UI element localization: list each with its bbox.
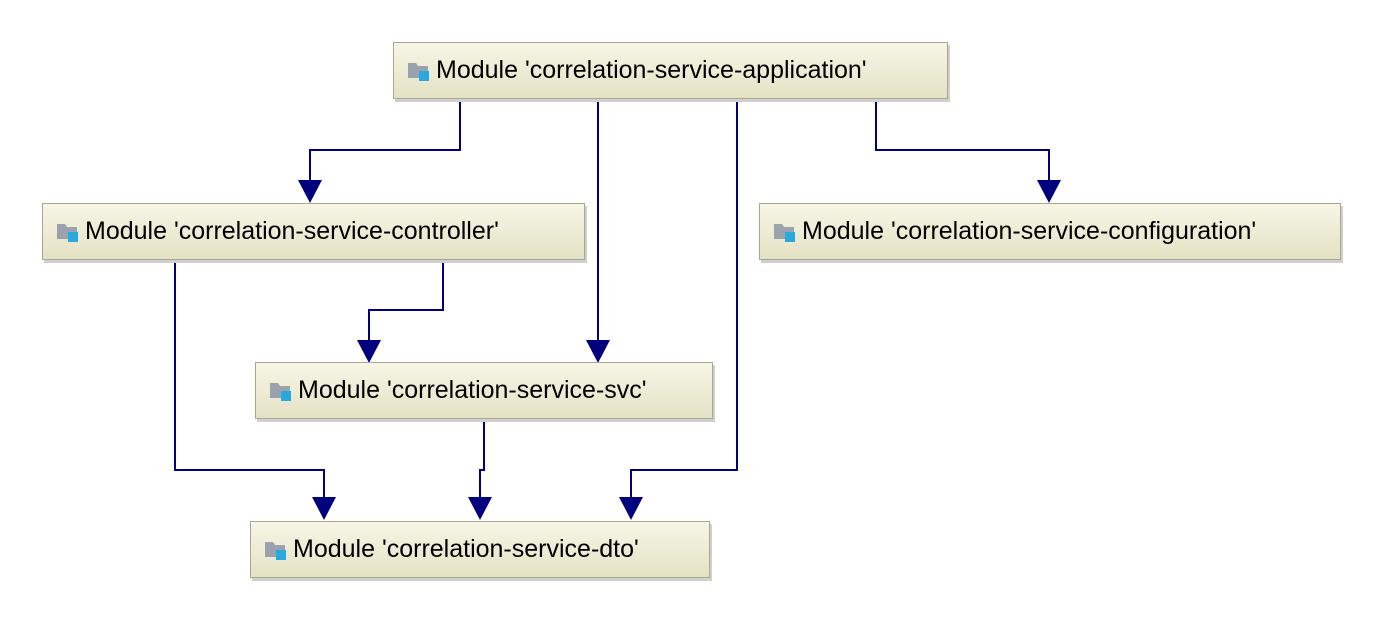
module-node-application[interactable]: Module 'correlation-service-application' xyxy=(393,42,948,99)
edge-line xyxy=(875,98,1050,180)
arrowhead-icon xyxy=(312,497,336,520)
arrowhead-icon xyxy=(468,497,492,520)
module-node-label: Module 'correlation-service-controller' xyxy=(85,217,499,245)
edge-controller-to-dto xyxy=(174,259,336,520)
module-node-label: Module 'correlation-service-application' xyxy=(436,56,867,84)
module-node-label: Module 'correlation-service-svc' xyxy=(298,376,647,404)
arrowhead-icon xyxy=(1037,180,1061,203)
module-node-label: Module 'correlation-service-dto' xyxy=(293,535,639,563)
module-node-svc[interactable]: Module 'correlation-service-svc' xyxy=(255,362,713,419)
module-folder-icon xyxy=(408,62,429,81)
arrowhead-icon xyxy=(586,340,610,363)
edge-application-to-controller xyxy=(298,98,461,203)
edge-application-to-configuration xyxy=(875,98,1061,203)
edge-line xyxy=(479,418,485,497)
module-node-configuration[interactable]: Module 'correlation-service-configuratio… xyxy=(759,203,1341,260)
edge-line xyxy=(630,98,738,497)
edge-line xyxy=(368,259,444,340)
arrowhead-icon xyxy=(298,180,322,203)
module-node-label: Module 'correlation-service-configuratio… xyxy=(802,217,1257,245)
module-folder-icon xyxy=(265,541,286,560)
arrowhead-icon xyxy=(357,340,381,363)
module-node-controller[interactable]: Module 'correlation-service-controller' xyxy=(42,203,585,260)
edge-controller-to-svc xyxy=(357,259,444,363)
edge-svc-to-dto xyxy=(468,418,492,520)
edge-line xyxy=(309,98,461,180)
module-folder-icon xyxy=(57,223,78,242)
edge-application-to-svc xyxy=(586,98,610,363)
arrowhead-icon xyxy=(619,497,643,520)
module-folder-icon xyxy=(774,223,795,242)
module-folder-icon xyxy=(270,382,291,401)
module-node-dto[interactable]: Module 'correlation-service-dto' xyxy=(250,521,710,578)
edge-application-to-dto xyxy=(619,98,738,520)
edge-line xyxy=(174,259,325,497)
